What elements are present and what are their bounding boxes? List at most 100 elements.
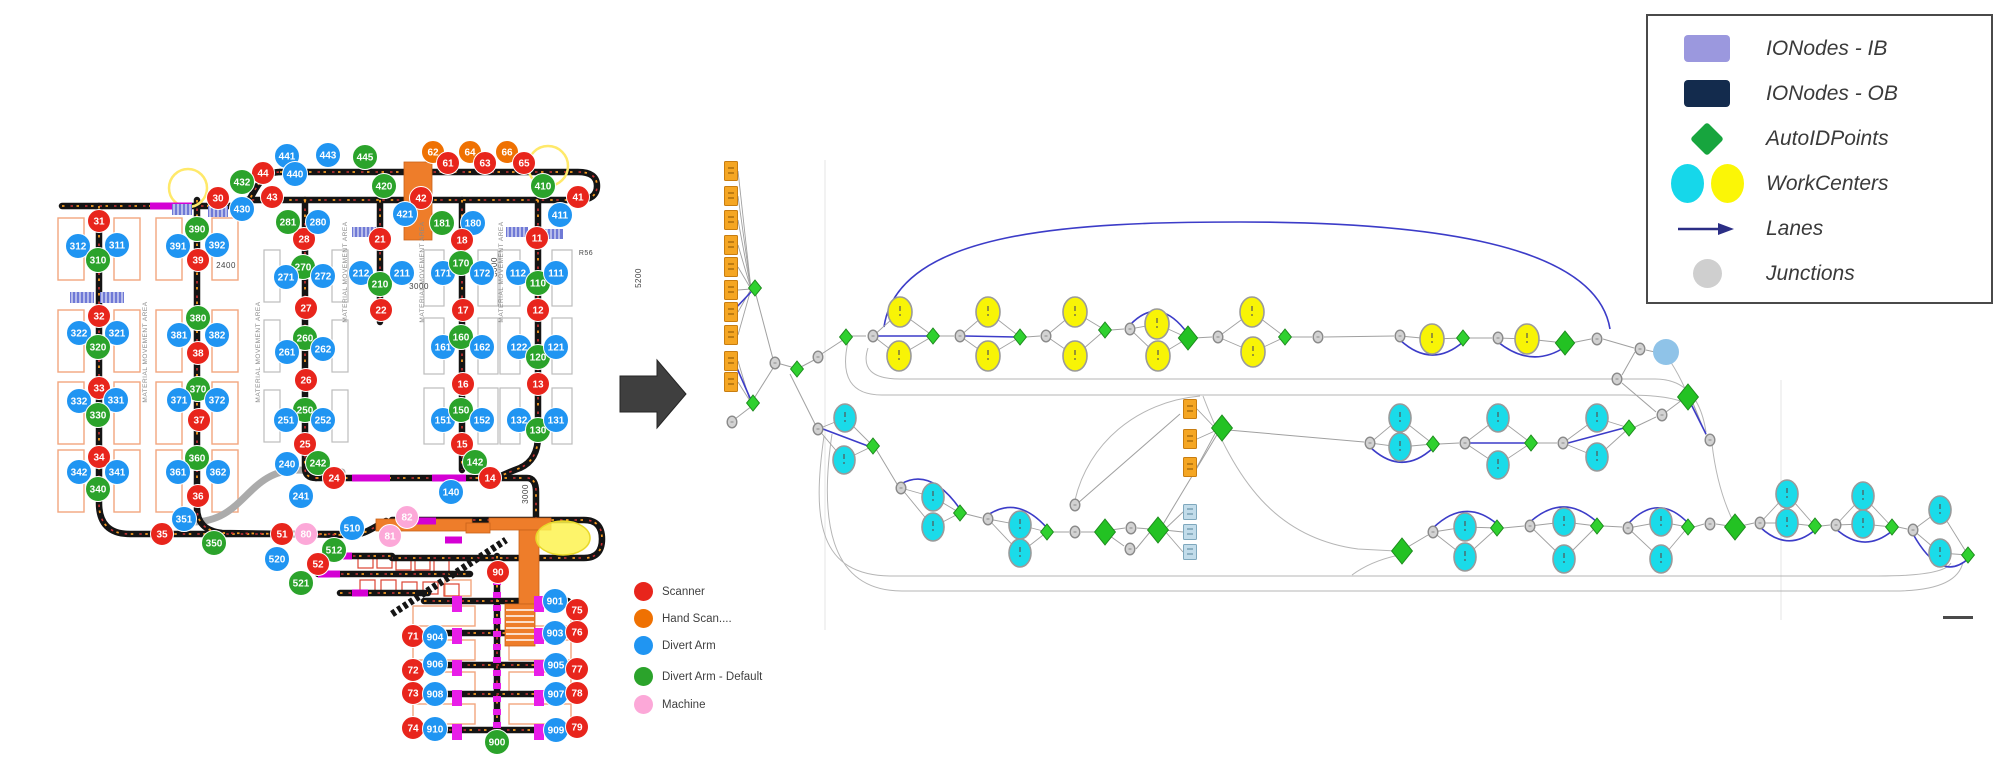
node-number: 251 bbox=[278, 416, 295, 427]
facility-node-512: 512 bbox=[321, 537, 347, 563]
graph-edge bbox=[789, 373, 817, 427]
facility-node-443: 443 bbox=[315, 142, 341, 168]
facility-node-350: 350 bbox=[201, 530, 227, 556]
node-number: 330 bbox=[90, 411, 107, 422]
facility-node-25: 25 bbox=[293, 432, 317, 456]
autoid-diamond bbox=[1097, 321, 1113, 339]
ionode-shape bbox=[1183, 544, 1197, 560]
workcenter-yellow-swatch bbox=[1710, 164, 1744, 203]
facility-node-432: 432 bbox=[229, 169, 255, 195]
ionodes-ob-swatch bbox=[1684, 80, 1730, 107]
node-number: 212 bbox=[353, 269, 370, 280]
autoid-diamond bbox=[838, 328, 854, 346]
workcenter-shape bbox=[886, 340, 912, 372]
node-number: 310 bbox=[90, 256, 107, 267]
facility-node-24: 24 bbox=[322, 466, 346, 490]
workcenter-mark bbox=[1074, 314, 1076, 316]
workcenter-shape bbox=[1585, 442, 1609, 472]
ionode-shape bbox=[724, 210, 738, 230]
node-number: 391 bbox=[170, 242, 187, 253]
graph-edge bbox=[1438, 442, 1460, 445]
conveyor-tick-overlay bbox=[316, 477, 537, 520]
node-number: 73 bbox=[407, 689, 419, 700]
facility-legend: Scanner Hand Scan.... Divert Arm Divert … bbox=[634, 582, 824, 714]
node-number: 445 bbox=[357, 153, 374, 164]
graph-edge bbox=[1693, 523, 1705, 528]
node-number: 121 bbox=[548, 343, 565, 354]
workcenter-ellipse bbox=[975, 296, 1001, 328]
yellow-zone-circle bbox=[167, 167, 209, 209]
graph-edge bbox=[1665, 399, 1683, 413]
workcenter-shape bbox=[1552, 507, 1576, 537]
node-circle bbox=[273, 264, 299, 290]
ionode-shape bbox=[1183, 504, 1197, 520]
node-number: 140 bbox=[443, 488, 460, 499]
legend-label: WorkCenters bbox=[1766, 171, 1889, 195]
node-number: 262 bbox=[315, 345, 332, 356]
workcenter-ellipse bbox=[887, 296, 913, 328]
node-circle bbox=[204, 322, 230, 348]
node-number: 260 bbox=[297, 334, 314, 345]
facility-node-371: 371 bbox=[166, 387, 192, 413]
node-circle bbox=[270, 522, 294, 546]
workcenter-ellipse bbox=[1928, 495, 1952, 525]
autoid-diamond bbox=[1960, 546, 1976, 564]
workcenter-mark bbox=[1464, 559, 1466, 561]
facility-node-340: 340 bbox=[85, 476, 111, 502]
junction-node bbox=[1704, 517, 1716, 531]
facility-node-351: 351 bbox=[171, 506, 197, 532]
graph-edge bbox=[818, 435, 1952, 577]
facility-node-142: 142 bbox=[462, 449, 488, 475]
junction-node bbox=[1656, 408, 1668, 422]
autoid-diamond bbox=[1884, 518, 1900, 536]
rack-outline bbox=[211, 381, 239, 445]
node-number: 66 bbox=[501, 148, 513, 159]
legend-row-divert-arm-default: Divert Arm - Default bbox=[634, 667, 824, 686]
node-circle bbox=[166, 322, 192, 348]
ionode-rect-ib bbox=[1183, 524, 1197, 540]
facility-node-908: 908 bbox=[422, 681, 448, 707]
graph-edge bbox=[1136, 527, 1151, 530]
graph-edge bbox=[734, 405, 753, 420]
divert-gate bbox=[534, 660, 544, 676]
ionode-shape bbox=[1183, 429, 1197, 449]
facility-node-262: 262 bbox=[310, 336, 336, 362]
ionode-shape bbox=[724, 325, 738, 345]
workcenter-mark bbox=[1939, 512, 1941, 514]
facility-node-42: 42 bbox=[409, 186, 433, 210]
node-number: 122 bbox=[511, 343, 528, 354]
legend-row-scanner: Scanner bbox=[634, 582, 824, 601]
node-number: 63 bbox=[479, 159, 491, 170]
workcenter-mark bbox=[1431, 341, 1433, 343]
node-number: 22 bbox=[375, 306, 387, 317]
node-circle bbox=[310, 407, 336, 433]
workcenter-ellipse bbox=[1145, 340, 1171, 372]
node-circle bbox=[486, 560, 510, 584]
node-circle bbox=[542, 588, 568, 614]
node-circle bbox=[469, 334, 495, 360]
incline-belt bbox=[390, 537, 508, 617]
junction-node bbox=[812, 422, 824, 436]
junction-node bbox=[1069, 498, 1081, 512]
node-circle bbox=[409, 186, 433, 210]
rack-outline bbox=[412, 605, 476, 627]
node-number: 76 bbox=[571, 628, 583, 639]
junction-node bbox=[726, 415, 738, 429]
node-circle bbox=[565, 657, 589, 681]
conveyor-tick-overlay bbox=[98, 206, 352, 535]
node-circle bbox=[305, 450, 331, 476]
workcenter-shape bbox=[1388, 403, 1412, 433]
workcenter-mark bbox=[1019, 555, 1021, 557]
node-number: 371 bbox=[171, 396, 188, 407]
node-circle bbox=[229, 196, 255, 222]
facility-node-81: 81 bbox=[378, 524, 402, 548]
node-number: 34 bbox=[93, 453, 105, 464]
io-ribbon bbox=[541, 229, 563, 239]
node-number: 52 bbox=[312, 560, 324, 571]
autoid-diamond bbox=[1589, 517, 1605, 535]
node-circle bbox=[282, 161, 308, 187]
node-circle bbox=[184, 216, 210, 242]
workcenter-mark bbox=[843, 462, 845, 464]
conveyor-path bbox=[95, 202, 356, 538]
